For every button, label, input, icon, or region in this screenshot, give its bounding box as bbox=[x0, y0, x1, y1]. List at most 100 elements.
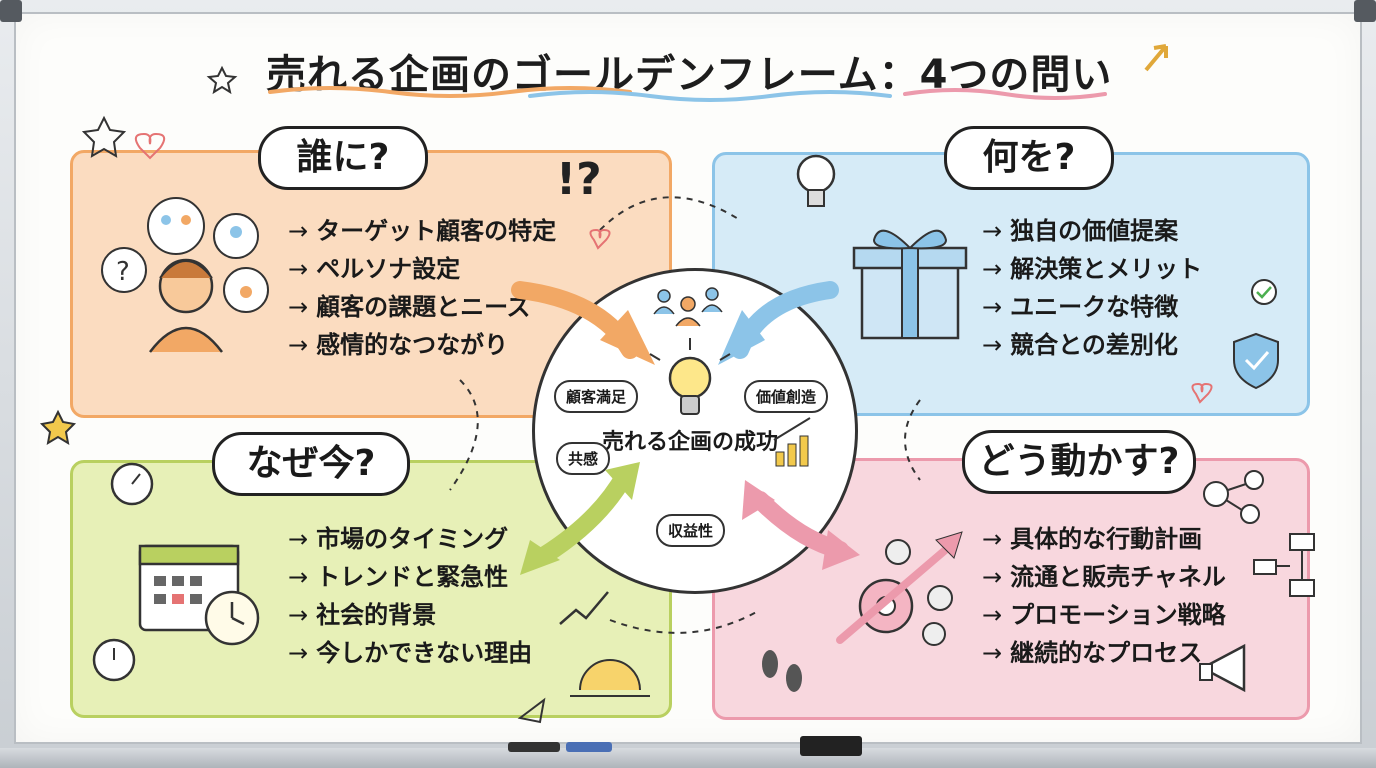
sunrise-icon bbox=[570, 659, 650, 697]
tag-profitability: 収益性 bbox=[656, 514, 726, 547]
list-item: →感情的なつながり bbox=[288, 326, 556, 364]
list-item: →今しかできない理由 bbox=[288, 634, 532, 672]
list-item: →継続的なプロセス bbox=[982, 634, 1226, 672]
list-item-label: 顧客の課題とニーズ bbox=[316, 293, 531, 321]
footprints-icon bbox=[762, 650, 802, 692]
list-item-label: 独自の価値提案 bbox=[1010, 217, 1179, 245]
people-icon bbox=[653, 287, 723, 327]
tag-customer-satisfaction: 顧客満足 bbox=[554, 380, 639, 413]
gear-icon bbox=[927, 585, 953, 611]
list-item: →ペルソナ設定 bbox=[288, 250, 556, 288]
list-item: →市場のタイミング bbox=[288, 520, 532, 558]
arrow-right-icon: → bbox=[288, 525, 309, 553]
stopwatch-icon bbox=[92, 638, 136, 682]
bar-chart-icon bbox=[773, 417, 811, 467]
what-heading: 何を? bbox=[944, 126, 1114, 190]
arrow-right-icon: → bbox=[982, 639, 1003, 667]
stopwatch-icon bbox=[110, 462, 154, 506]
arrow-right-icon: → bbox=[982, 563, 1003, 591]
black-marker[interactable] bbox=[508, 742, 560, 752]
heart-icon bbox=[589, 228, 611, 250]
why-list: →市場のタイミング →トレンドと緊急性 →社会的背景 →今しかできない理由 bbox=[288, 520, 532, 672]
megaphone-icon bbox=[1199, 643, 1246, 693]
star-icon bbox=[206, 65, 238, 95]
trend-up-icon bbox=[559, 591, 609, 625]
frame-corner-top-left bbox=[0, 0, 22, 22]
clock-icon bbox=[204, 590, 260, 646]
list-item-label: ターゲット顧客の特定 bbox=[316, 217, 557, 245]
graduate-bubble-icon bbox=[223, 267, 269, 313]
list-item-label: 感情的なつながり bbox=[316, 331, 509, 359]
svg-text:?: ? bbox=[116, 257, 130, 287]
list-item-label: トレンドと緊急性 bbox=[316, 563, 509, 591]
exclaim-question-icon: !? bbox=[556, 154, 602, 205]
person-icon bbox=[149, 258, 223, 353]
heart-icon bbox=[134, 132, 166, 160]
eraser[interactable] bbox=[800, 736, 862, 756]
list-item: →競合との差別化 bbox=[982, 326, 1202, 364]
list-item-label: 社会的背景 bbox=[316, 601, 437, 629]
tag-value-creation: 価値創造 bbox=[744, 380, 829, 413]
list-item: →ターゲット顧客の特定 bbox=[288, 212, 556, 250]
list-item-label: 競合との差別化 bbox=[1010, 331, 1178, 359]
star-icon bbox=[81, 115, 127, 158]
sparkle-arrow-icon bbox=[1144, 44, 1168, 72]
list-item: →プロモーション戦略 bbox=[982, 596, 1226, 634]
list-item: →トレンドと緊急性 bbox=[288, 558, 532, 596]
star-icon bbox=[39, 409, 77, 445]
arrow-right-icon: → bbox=[982, 255, 1003, 283]
arrow-right-icon: → bbox=[288, 293, 309, 321]
blue-marker[interactable] bbox=[566, 742, 612, 752]
question-bubble-icon: ? bbox=[101, 247, 147, 293]
how-heading: どう動かす? bbox=[962, 430, 1196, 494]
group-bubble-icon bbox=[147, 197, 205, 255]
list-item: →具体的な行動計画 bbox=[982, 520, 1226, 558]
list-item: →ユニークな特徴 bbox=[982, 288, 1202, 326]
arrow-right-icon: → bbox=[982, 525, 1003, 553]
who-heading: 誰に? bbox=[258, 126, 428, 190]
list-item-label: 今しかできない理由 bbox=[316, 639, 533, 667]
arrow-why-to-center-icon bbox=[520, 462, 640, 575]
list-item-label: 継続的なプロセス bbox=[1010, 639, 1203, 667]
list-item-label: ペルソナ設定 bbox=[316, 255, 461, 283]
heart-icon bbox=[1191, 382, 1213, 404]
launch-arrow-icon bbox=[836, 531, 963, 644]
org-chart-icon bbox=[1253, 533, 1315, 597]
lightbulb-icon bbox=[649, 338, 731, 415]
list-item-label: 市場のタイミング bbox=[316, 525, 509, 553]
tag-empathy: 共感 bbox=[556, 442, 611, 475]
shield-icon bbox=[1233, 332, 1279, 390]
lightbulb-icon bbox=[796, 154, 836, 207]
arrow-right-icon: → bbox=[288, 217, 309, 245]
network-icon bbox=[1203, 470, 1264, 524]
frame-corner-top-right bbox=[1354, 0, 1376, 22]
arrow-right-icon: → bbox=[982, 217, 1003, 245]
center-title: 売れる企画の成功 bbox=[601, 430, 778, 455]
list-item: →社会的背景 bbox=[288, 596, 532, 634]
arrow-right-icon: → bbox=[982, 601, 1003, 629]
list-item-label: ユニークな特徴 bbox=[1010, 293, 1179, 321]
why-heading: なぜ今? bbox=[212, 432, 410, 496]
arrow-right-icon: → bbox=[982, 331, 1003, 359]
list-item-label: 流通と販売チャネル bbox=[1010, 563, 1226, 591]
list-item-label: プロモーション戦略 bbox=[1010, 601, 1226, 629]
arrow-right-icon: → bbox=[288, 331, 309, 359]
list-item: →解決策とメリット bbox=[982, 250, 1202, 288]
paper-plane-icon bbox=[517, 697, 546, 724]
arrow-how-to-center-icon bbox=[742, 480, 860, 570]
arrow-right-icon: → bbox=[982, 293, 1003, 321]
gear-icon bbox=[885, 539, 911, 565]
how-list: →具体的な行動計画 →流通と販売チャネル →プロモーション戦略 →継続的なプロセ… bbox=[982, 520, 1226, 672]
who-list: →ターゲット顧客の特定 →ペルソナ設定 →顧客の課題とニーズ →感情的なつながり bbox=[288, 212, 556, 364]
marker-tray bbox=[0, 748, 1376, 768]
arrow-right-icon: → bbox=[288, 601, 309, 629]
gear-icon bbox=[922, 622, 946, 646]
list-item: →独自の価値提案 bbox=[982, 212, 1202, 250]
arrow-right-icon: → bbox=[288, 563, 309, 591]
arrow-right-icon: → bbox=[288, 639, 309, 667]
list-item-label: 解決策とメリット bbox=[1010, 255, 1203, 283]
list-item: →顧客の課題とニーズ bbox=[288, 288, 556, 326]
what-list: →独自の価値提案 →解決策とメリット →ユニークな特徴 →競合との差別化 bbox=[982, 212, 1202, 364]
checkmark-icon bbox=[1251, 279, 1277, 305]
